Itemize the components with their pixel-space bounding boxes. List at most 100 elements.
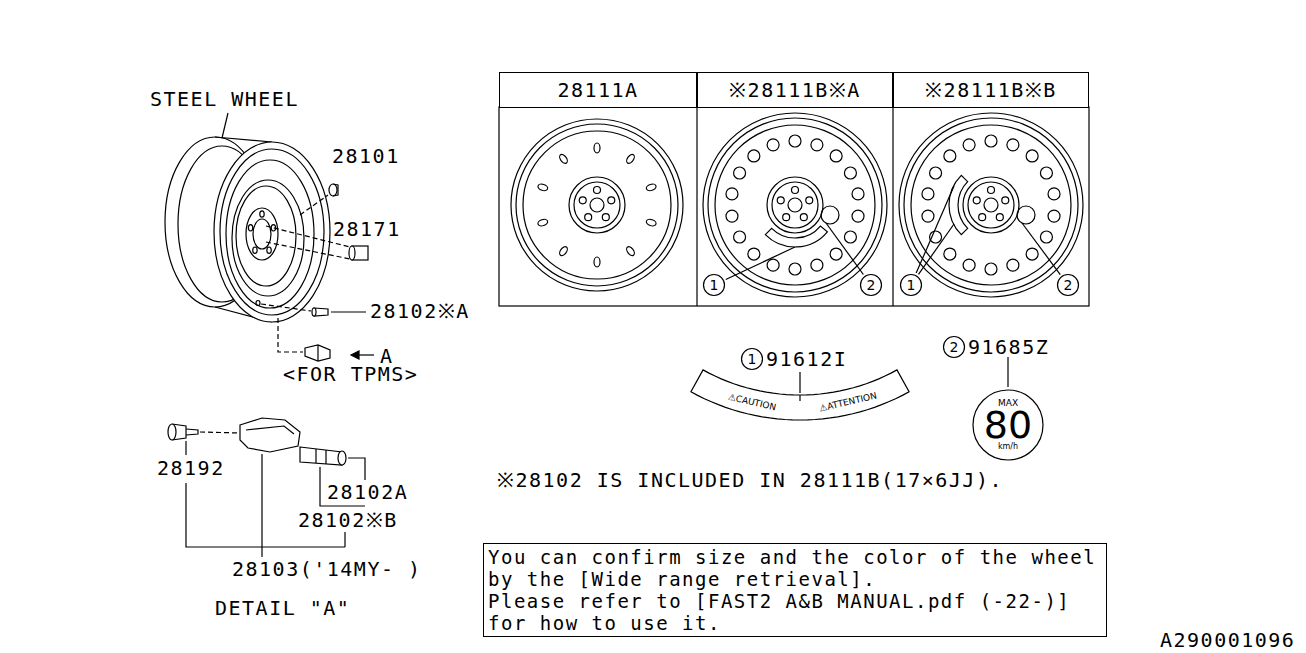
figure-title: STEEL WHEEL (150, 89, 299, 109)
vent-hole (985, 263, 997, 275)
view-arrow (358, 354, 374, 355)
valve-stem (338, 451, 346, 465)
vent-hole (726, 188, 738, 200)
wheel-face (511, 119, 683, 291)
wheel-face (703, 113, 887, 297)
lug-hole (608, 197, 615, 204)
note-text: ※28102 IS INCLUDED IN 28111B(17×6JJ). (497, 470, 1003, 490)
part-number: 28192 (157, 458, 225, 478)
callout-number-text: 1 (748, 348, 757, 370)
sticker-outline (973, 390, 1043, 460)
vent-hole (767, 139, 779, 151)
figure-code: A290001096 (1160, 630, 1295, 650)
lug-nut (349, 246, 355, 260)
rim-edge (215, 137, 272, 142)
valve-nut (315, 449, 316, 463)
view-arrowhead (351, 351, 359, 359)
table-divider (696, 107, 697, 306)
valve-stem (300, 447, 342, 465)
leader-line (331, 311, 366, 312)
rim-front (214, 142, 330, 322)
vent-hole (767, 259, 779, 271)
vent-hole (1007, 259, 1019, 271)
vent-hole (558, 153, 569, 165)
part-number: 28102A (327, 482, 408, 502)
band-outline (691, 370, 909, 420)
wheel-rim (904, 118, 1078, 292)
leader-line (726, 247, 795, 279)
hub-ring (569, 177, 625, 233)
part-number: 28171 (333, 219, 401, 239)
vent-hole (830, 248, 842, 260)
vent-hole (734, 167, 746, 179)
leader-line (1007, 357, 1008, 387)
sensor-body (246, 426, 294, 434)
vent-hole (811, 139, 823, 151)
vent-hole (1040, 167, 1052, 179)
caution-label: ⚠CAUTION⚠ATTENTION (688, 365, 912, 423)
vent-hole (1007, 139, 1019, 151)
lug-hole (253, 247, 257, 253)
tpms-sensor (305, 345, 330, 361)
lug-hole (979, 214, 986, 221)
wheel-rim (511, 119, 683, 291)
part-number: 28101 (332, 146, 400, 166)
vent-hole (944, 150, 956, 162)
hub-ring (963, 177, 1019, 233)
wheel-rim (911, 125, 1071, 285)
lug-hole (996, 214, 1003, 221)
valve-stem (312, 308, 316, 316)
valve-hole (256, 301, 260, 306)
steel-wheel (165, 137, 330, 322)
vent-hole (734, 231, 746, 243)
rim-flange (220, 149, 324, 315)
vent-hole (963, 259, 975, 271)
callout-number: 1 (900, 274, 922, 296)
vent-hole (922, 188, 934, 200)
rim-bead (226, 160, 314, 308)
callout-circle (944, 337, 965, 358)
leader-line (344, 532, 345, 547)
callout-circle (704, 275, 725, 296)
center-bore (590, 198, 604, 212)
hub-ring (574, 182, 620, 228)
part-number: 91685Z (968, 337, 1049, 357)
vent-hole (789, 135, 801, 147)
vent-hole (1040, 231, 1052, 243)
vent-hole (963, 139, 975, 151)
leader-line (799, 372, 800, 393)
vent-hole (830, 150, 842, 162)
dashed-leader (300, 195, 328, 215)
vent-hole (558, 245, 569, 257)
part-number: 91612I (766, 349, 847, 369)
wheel-rim (703, 113, 887, 297)
screw-head (168, 424, 176, 440)
callout-number: 2 (860, 274, 882, 296)
wheel-rim (715, 125, 875, 285)
table-header-text: 28111A (557, 80, 638, 100)
speed-sticker: MAX80km/h (972, 389, 1044, 461)
vent-hole (922, 210, 934, 222)
center-bore (788, 198, 802, 212)
screw-thread (186, 429, 198, 435)
band-outline (688, 365, 912, 423)
speed-sticker-mark (1017, 206, 1035, 224)
leader-line (222, 113, 228, 138)
callout-number: 1 (741, 348, 763, 370)
leader-line (185, 441, 186, 455)
note-box-text: Please refer to [FAST2 A&B MANUAL.pdf (-… (488, 590, 1102, 634)
lug-hole (267, 247, 271, 253)
dashed-leader (266, 242, 350, 259)
vent-hole (1048, 188, 1060, 200)
lug-hole (248, 225, 252, 231)
vent-hole (944, 248, 956, 260)
vent-hole (852, 210, 864, 222)
lug-hole (783, 214, 790, 221)
table-header: ※28111B※A (697, 72, 893, 108)
part-number: 28102※A (370, 301, 470, 321)
leader-line (826, 223, 863, 274)
callout-number-text: 1 (710, 274, 719, 296)
lug-hole (800, 214, 807, 221)
wheel-disc-step (236, 186, 296, 286)
